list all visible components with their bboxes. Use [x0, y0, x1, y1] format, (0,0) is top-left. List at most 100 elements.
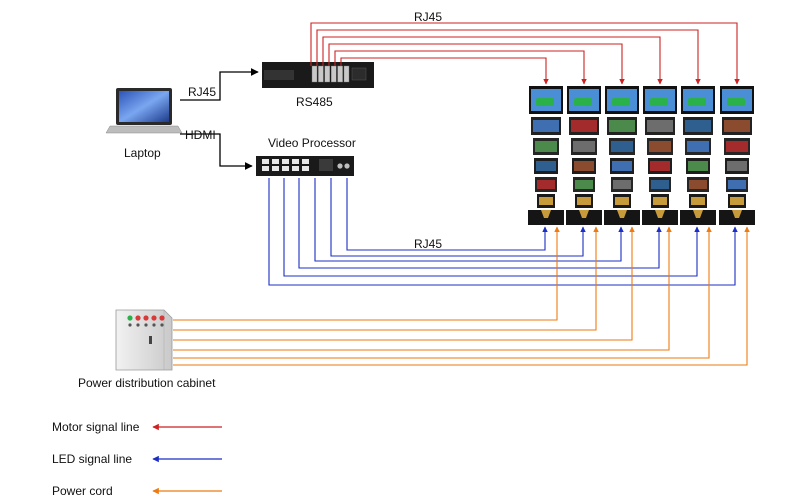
- panel-image: [571, 120, 597, 132]
- panel-image: [727, 161, 747, 171]
- processor-button: [262, 166, 269, 171]
- laptop-to-processor-line: [180, 133, 253, 170]
- rs485-port: [331, 65, 337, 83]
- power-cord-line: [173, 226, 750, 366]
- cabinet-lamp: [127, 315, 133, 321]
- motor-signal-line: [340, 57, 549, 85]
- laptop-processor-connection-label: HDMI: [185, 128, 216, 142]
- legend-motor-label: Motor signal line: [52, 420, 140, 434]
- processor-knob: [344, 163, 350, 169]
- panel-image: [611, 141, 633, 152]
- panel-image: [730, 197, 744, 205]
- panel-image: [613, 180, 631, 189]
- processor-button: [302, 166, 309, 171]
- motor-signal-line: [316, 29, 701, 85]
- processor-button: [292, 159, 299, 164]
- power-cord-line: [173, 226, 560, 321]
- led-signal-line: [330, 178, 586, 257]
- processor-button: [262, 159, 269, 164]
- processor-button: [282, 159, 289, 164]
- led-screen-column: [642, 86, 678, 225]
- processor-button: [302, 159, 309, 164]
- panel-image: [533, 120, 559, 132]
- car-image: [536, 98, 554, 106]
- cabinet-lamp: [143, 315, 149, 321]
- led-screen-column: [719, 86, 755, 225]
- cabinet-lamp: [151, 315, 157, 321]
- cabinet-lamp: [135, 315, 141, 321]
- car-image: [688, 98, 706, 106]
- video-processor-buttons: [262, 159, 350, 171]
- power-cord-line: [173, 226, 712, 359]
- panel-image: [615, 197, 629, 205]
- rs485-ports: [311, 65, 350, 83]
- panel-image: [653, 197, 667, 205]
- panel-image: [573, 141, 595, 152]
- led-screen-column: [604, 86, 640, 225]
- cabinet-switch: [160, 323, 164, 327]
- power-cord-line: [173, 226, 635, 341]
- panel-image: [687, 141, 709, 152]
- processor-knob: [337, 163, 343, 169]
- led-screen-column: [566, 86, 602, 225]
- rs485-port: [324, 65, 330, 83]
- rs485-port: [343, 65, 350, 83]
- panel-image: [577, 197, 591, 205]
- cabinet-indicator-lamps: [127, 315, 165, 327]
- motor-signal-line: [310, 22, 740, 85]
- panel-image: [609, 120, 635, 132]
- legend-power-label: Power cord: [52, 484, 113, 498]
- video-processor-label: Video Processor: [268, 136, 356, 150]
- laptop-rs485-connection-label: RJ45: [188, 85, 217, 99]
- power-cabinet-label: Power distribution cabinet: [78, 376, 216, 390]
- led-signal-line: [298, 178, 662, 269]
- processor-button: [292, 166, 299, 171]
- rs485-screens-connection-label: RJ45: [414, 10, 443, 24]
- power-cord-lines: [173, 226, 750, 366]
- car-image: [650, 98, 668, 106]
- motorized-led-screens: [528, 86, 755, 225]
- panel-image: [647, 120, 673, 132]
- rs485-device-icon: [262, 62, 374, 88]
- cabinet-switch: [136, 323, 140, 327]
- motor-signal-line: [322, 36, 663, 85]
- motor-bracket: [617, 210, 627, 218]
- panel-image: [575, 180, 593, 189]
- motor-bracket: [579, 210, 589, 218]
- panel-image: [539, 197, 553, 205]
- panel-image: [689, 180, 707, 189]
- motor-bracket: [541, 210, 551, 218]
- panel-image: [537, 180, 555, 189]
- panel-image: [535, 141, 557, 152]
- power-cord-line: [173, 226, 599, 331]
- motor-signal-lines: [310, 22, 740, 85]
- power-cord-line: [173, 226, 672, 351]
- laptop-to-rs485-line: [180, 68, 259, 101]
- car-image: [612, 98, 630, 106]
- led-screen-column: [680, 86, 716, 225]
- rs485-label: RS485: [296, 95, 333, 109]
- processor-screens-connection-label: RJ45: [414, 237, 443, 251]
- panel-image: [728, 180, 746, 189]
- led-signal-lines: [268, 178, 738, 286]
- panel-image: [651, 180, 669, 189]
- car-image: [727, 98, 745, 106]
- motor-bracket: [732, 210, 742, 218]
- panel-image: [650, 161, 670, 171]
- cabinet-switch: [128, 323, 132, 327]
- rs485-port: [337, 65, 343, 83]
- processor-button: [282, 166, 289, 171]
- legend-led-label: LED signal line: [52, 452, 133, 466]
- motor-bracket: [693, 210, 703, 218]
- processor-button: [272, 159, 279, 164]
- car-image: [574, 98, 592, 106]
- panel-image: [685, 120, 711, 132]
- legend-lines: [152, 423, 222, 495]
- panel-image: [726, 141, 748, 152]
- led-screen-column: [528, 86, 564, 225]
- laptop-icon: [105, 88, 183, 134]
- cabinet-switch: [152, 323, 156, 327]
- laptop-label: Laptop: [124, 146, 161, 160]
- led-signal-line: [268, 178, 738, 286]
